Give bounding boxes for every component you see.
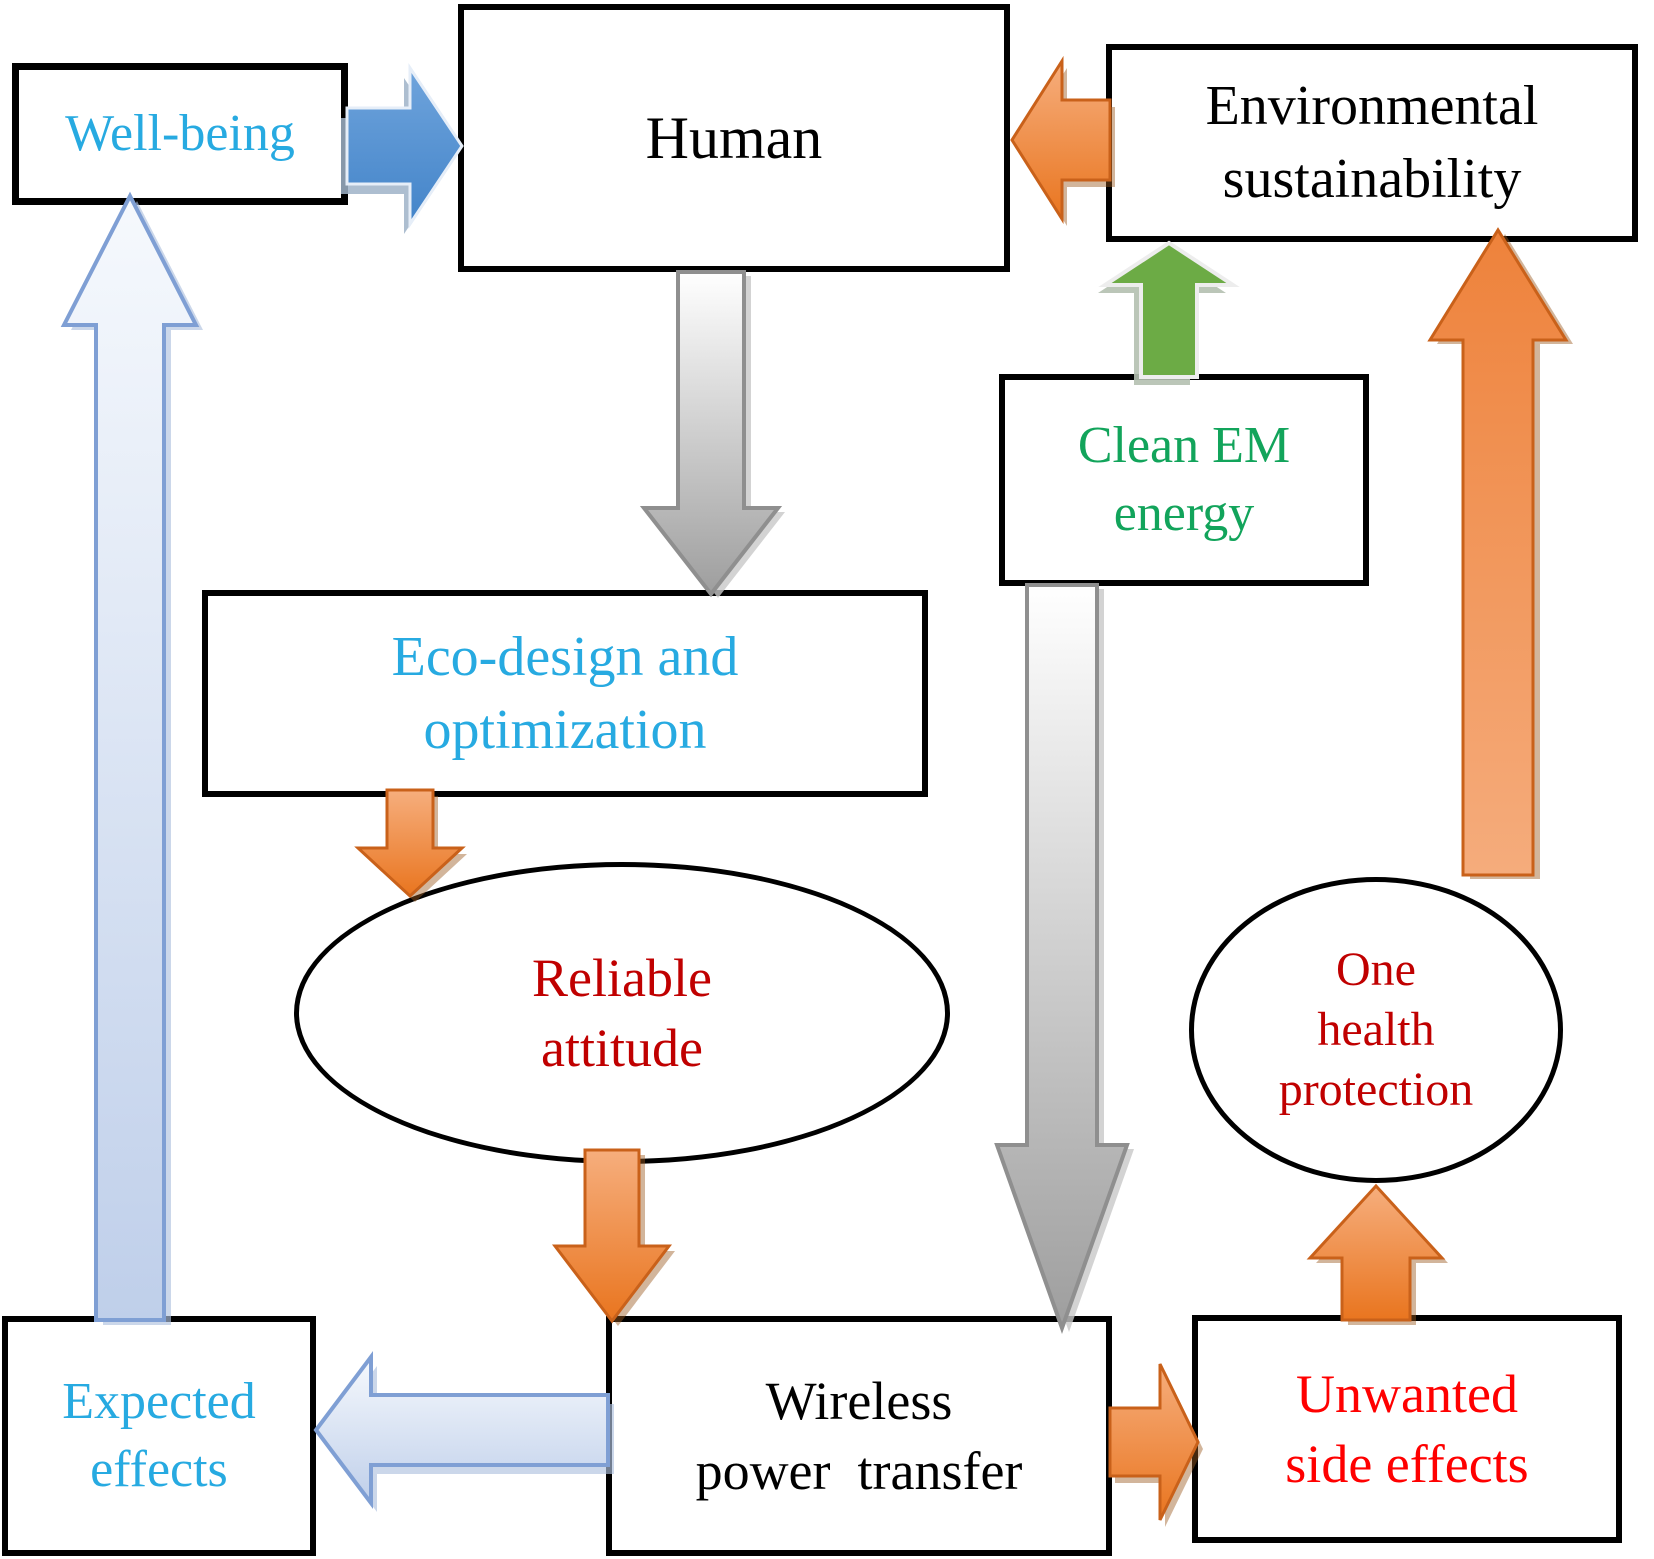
- arrow-unwanted-side-effects-to-one-health-protection: [1306, 1183, 1448, 1325]
- node-wireless-power-transfer: Wireless power transfer: [606, 1316, 1112, 1556]
- arrow-clean-em-energy-to-environmental-sustainability: [1098, 240, 1240, 385]
- node-unwanted-side-effects: Unwanted side effects: [1192, 1315, 1622, 1543]
- node-human-label: Human: [645, 105, 823, 171]
- node-environmental-sustainability: Environmental sustainability: [1106, 44, 1638, 242]
- arrow-human-to-eco-design: [639, 270, 785, 598]
- node-environmental-sustainability-label: Environmental sustainability: [1205, 75, 1539, 210]
- node-one-health-protection: One health protection: [1189, 877, 1563, 1183]
- arrow-well-being-to-human: [341, 63, 464, 234]
- node-human: Human: [458, 4, 1010, 272]
- arrow-one-health-protection-to-environmental-sustainability: [1427, 227, 1573, 879]
- node-reliable-attitude: Reliable attitude: [294, 862, 950, 1164]
- node-eco-design-and-optimization-label: Eco-design and optimization: [391, 625, 739, 761]
- arrow-expected-effects-to-well-being: [60, 191, 203, 1325]
- arrow-environmental-sustainability-to-human: [1010, 55, 1115, 226]
- node-clean-em-energy-label: Clean EM energy: [1077, 417, 1291, 542]
- arrow-reliable-attitude-to-wireless-power-transfer: [551, 1148, 675, 1326]
- arrow-clean-em-energy-to-wireless-power-transfer: [994, 583, 1134, 1334]
- node-eco-design-and-optimization: Eco-design and optimization: [202, 590, 928, 797]
- node-one-health-protection-label: One health protection: [1278, 943, 1474, 1116]
- node-unwanted-side-effects-label: Unwanted side effects: [1285, 1363, 1529, 1494]
- node-expected-effects: Expected effects: [2, 1316, 316, 1556]
- node-reliable-attitude-label: Reliable attitude: [532, 947, 712, 1078]
- arrow-wireless-power-transfer-to-unwanted-side-effects: [1108, 1363, 1203, 1527]
- node-well-being: Well-being: [12, 63, 348, 205]
- node-expected-effects-label: Expected effects: [62, 1373, 256, 1498]
- node-wireless-power-transfer-label: Wireless power transfer: [695, 1370, 1023, 1501]
- node-well-being-label: Well-being: [65, 105, 295, 163]
- node-clean-em-energy: Clean EM energy: [999, 374, 1369, 586]
- arrow-wireless-power-transfer-to-expected-effects: [313, 1351, 614, 1512]
